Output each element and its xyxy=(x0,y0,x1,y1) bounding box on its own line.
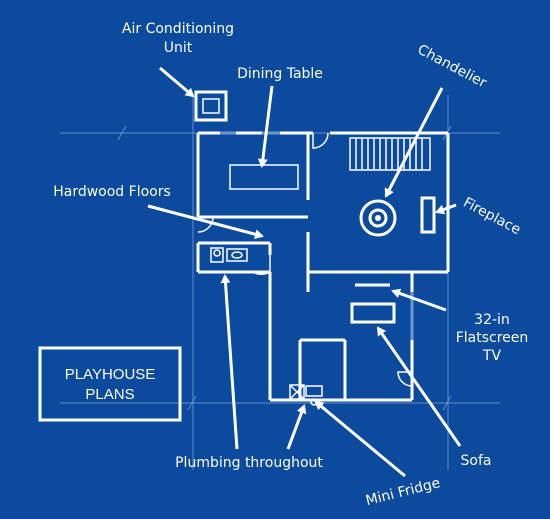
title-line-2: PLANS xyxy=(85,386,134,403)
walls xyxy=(196,131,450,402)
labels: Air Conditioning Unit Dining Table Chand… xyxy=(53,21,528,509)
label-plumbing: Plumbing throughout xyxy=(175,455,323,471)
guide-tick-1 xyxy=(117,125,127,141)
guide-tick-4 xyxy=(442,395,452,411)
label-chandelier: Chandelier xyxy=(415,42,490,92)
sofa-symbol xyxy=(350,302,396,324)
fireplace-symbol xyxy=(420,196,436,234)
chandelier-symbol xyxy=(359,199,397,237)
label-ac-line-1: Air Conditioning xyxy=(122,21,234,37)
arrow-plumbing-2 xyxy=(286,404,307,450)
arrow-sofa xyxy=(376,326,462,447)
doors xyxy=(197,132,413,387)
label-dining-table: Dining Table xyxy=(237,66,323,82)
label-ac-line-2: Unit xyxy=(164,40,193,56)
label-fireplace: Fireplace xyxy=(460,195,523,239)
arrow-plumbing-1 xyxy=(220,274,239,450)
bathroom-fixtures xyxy=(210,247,248,263)
label-tv-line-2: Flatscreen xyxy=(456,330,529,346)
ac-unit-symbol xyxy=(194,90,228,122)
label-tv-line-1: 32-in xyxy=(474,312,510,328)
arrow-mini-fridge xyxy=(314,400,406,478)
guide-tick-3 xyxy=(187,395,197,411)
label-sofa: Sofa xyxy=(461,453,492,469)
arrow-fireplace xyxy=(435,203,457,215)
arrow-tv xyxy=(391,288,447,312)
title-box: PLAYHOUSE PLANS xyxy=(38,346,182,422)
label-mini-fridge: Mini Fridge xyxy=(364,475,442,509)
arrow-dining-table xyxy=(257,85,274,168)
dining-table-symbol xyxy=(229,164,299,190)
windows xyxy=(220,131,414,340)
arrow-hardwood xyxy=(147,204,264,240)
title-line-1: PLAYHOUSE xyxy=(65,366,156,383)
arrow-chandelier xyxy=(384,87,444,198)
callout-arrows xyxy=(147,66,462,478)
arrow-ac xyxy=(159,66,195,98)
mini-fridge-symbol xyxy=(289,384,323,406)
label-hardwood-floors: Hardwood Floors xyxy=(53,184,171,200)
construction-guides xyxy=(60,95,500,470)
stairs xyxy=(349,137,431,171)
label-tv-line-3: TV xyxy=(482,348,502,364)
